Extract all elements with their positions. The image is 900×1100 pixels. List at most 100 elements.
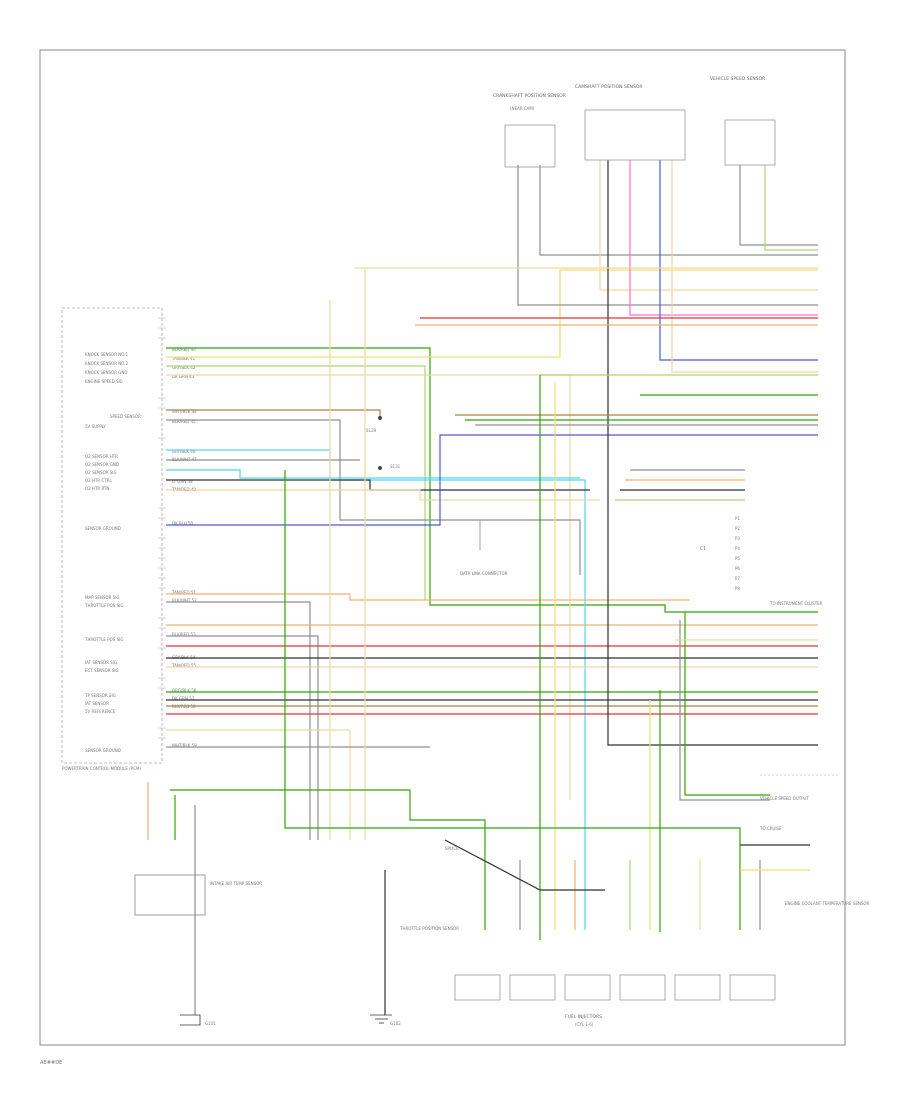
pcm-module bbox=[61, 307, 166, 764]
svg-text:WHT/BLK 44: WHT/BLK 44 bbox=[172, 409, 197, 414]
wire bbox=[444, 839, 605, 891]
wires bbox=[147, 160, 818, 1015]
crank-sub-label: (NEAR CAM) bbox=[510, 106, 535, 111]
ground-symbol bbox=[370, 1014, 392, 1024]
svg-text:TO CRUISE: TO CRUISE bbox=[759, 826, 782, 831]
cam-sensor-label: CAMSHAFT POSITION SENSOR bbox=[575, 84, 643, 90]
wire bbox=[629, 160, 818, 316]
crank-sensor-label: CRANKSHAFT POSITION SENSOR bbox=[493, 93, 566, 99]
bottom-mid-sensor: THROTTLE POSITION SENSOR G102 SPLICE bbox=[390, 846, 459, 1026]
pcm-label: IAT SENSOR bbox=[85, 701, 109, 706]
wire bbox=[166, 419, 581, 575]
svg-text:P8: P8 bbox=[735, 586, 740, 591]
svg-text:TAN/RED 51: TAN/RED 51 bbox=[171, 590, 196, 595]
pcm-label: SENSOR GROUND bbox=[85, 748, 121, 753]
splice-b: S131 bbox=[390, 464, 401, 469]
ect-sensor-label: ENGINE COOLANT TEMPERATURE SENSOR bbox=[785, 901, 870, 906]
svg-text:BLK/RED 40: BLK/RED 40 bbox=[172, 347, 196, 352]
center-components: S129 S131 DATA LINK CONNECTOR bbox=[366, 416, 508, 576]
wire bbox=[166, 269, 818, 358]
wire bbox=[671, 160, 818, 373]
svg-text:VEHICLE SPEED OUTPUT: VEHICLE SPEED OUTPUT bbox=[760, 796, 809, 801]
diagram-code: AB##DE bbox=[40, 1060, 63, 1066]
svg-text:GRY/BLK 46: GRY/BLK 46 bbox=[172, 449, 196, 454]
center-label: DATA LINK CONNECTOR bbox=[460, 571, 508, 576]
ground-mid: G102 bbox=[390, 1021, 401, 1026]
svg-text:DK GRN 43: DK GRN 43 bbox=[172, 374, 195, 379]
wire bbox=[764, 165, 818, 251]
svg-text:BLK/RED 45: BLK/RED 45 bbox=[172, 419, 196, 424]
svg-text:TO INSTRUMENT CLUSTER: TO INSTRUMENT CLUSTER bbox=[769, 601, 823, 606]
pcm-label: O2 SENSOR GND bbox=[85, 462, 119, 467]
wire bbox=[166, 449, 586, 930]
pcm-label: KNOCK SENSOR GND bbox=[85, 370, 127, 375]
pcm-label: SENSOR GROUND bbox=[85, 526, 121, 531]
svg-text:WHT/BLK 59: WHT/BLK 59 bbox=[172, 743, 197, 748]
wire bbox=[599, 160, 818, 291]
svg-text:LT GRN 48: LT GRN 48 bbox=[172, 479, 193, 484]
svg-text:BLK/WHT 52: BLK/WHT 52 bbox=[172, 598, 197, 603]
injectors-label: FUEL INJECTORS bbox=[565, 1014, 602, 1020]
injectors-sub-label: (CYL 1-6) bbox=[575, 1022, 594, 1027]
wire bbox=[607, 160, 818, 746]
injector-labels: FUEL INJECTORS (CYL 1-6) ENGINE COOLANT … bbox=[565, 901, 870, 1027]
pcm-label: O2 SENSOR HTR bbox=[85, 454, 118, 459]
wire bbox=[166, 593, 690, 601]
wire bbox=[166, 635, 319, 840]
iat-sensor-label: INTAKE AIR TEMP SENSOR bbox=[210, 881, 262, 886]
wire bbox=[166, 434, 818, 526]
wire bbox=[539, 165, 818, 256]
pcm-label: 5V SUPPLY bbox=[85, 424, 107, 429]
pcm-label: KNOCK SENSOR NO.1 bbox=[85, 352, 128, 357]
svg-text:P2: P2 bbox=[735, 526, 740, 531]
wire bbox=[170, 789, 486, 930]
right-connector: C1 P1 P2 P3 P4 P5 P6 P7 P8 bbox=[700, 516, 740, 591]
wire bbox=[659, 160, 818, 361]
splice-a: S129 bbox=[366, 428, 377, 433]
wire bbox=[166, 601, 311, 840]
pcm-label: TP SENSOR SIG bbox=[84, 693, 116, 698]
pcm-label: KNOCK SENSOR NO.2 bbox=[85, 361, 128, 366]
vss-connector bbox=[724, 119, 776, 166]
pcm-label: O2 HTR RTN bbox=[85, 486, 109, 491]
svg-text:BLK/RED 53: BLK/RED 53 bbox=[172, 632, 196, 637]
right-connector-label: C1 bbox=[700, 546, 706, 552]
pcm-label: ECT SENSOR SIG bbox=[85, 668, 119, 673]
wire bbox=[166, 729, 351, 840]
svg-text:P3: P3 bbox=[735, 536, 740, 541]
svg-text:DK BLU 50: DK BLU 50 bbox=[172, 521, 193, 526]
pcm-label: MAP SENSOR SIG bbox=[85, 595, 120, 600]
diagram-frame bbox=[39, 49, 846, 1046]
pcm-label: THROTTLE POS SIG bbox=[84, 637, 123, 642]
wire bbox=[684, 612, 770, 796]
svg-text:GRY/BLK 42: GRY/BLK 42 bbox=[172, 365, 196, 370]
pcm-label: IAT SENSOR SIG bbox=[85, 660, 117, 665]
top-labels: CRANKSHAFT POSITION SENSOR (NEAR CAM) CA… bbox=[493, 76, 765, 111]
wire bbox=[166, 469, 580, 479]
wire bbox=[166, 409, 381, 418]
svg-text:TAN/RED 55: TAN/RED 55 bbox=[171, 663, 196, 668]
wire bbox=[739, 165, 818, 246]
svg-text:P5: P5 bbox=[735, 556, 740, 561]
wire bbox=[284, 470, 741, 930]
svg-text:TAN/BLK 41: TAN/BLK 41 bbox=[171, 356, 196, 361]
wire bbox=[166, 489, 600, 501]
svg-text:P7: P7 bbox=[735, 576, 740, 581]
wire bbox=[166, 347, 818, 613]
splice-label: SPLICE bbox=[445, 846, 459, 851]
svg-text:P6: P6 bbox=[735, 566, 740, 571]
wire bbox=[166, 374, 571, 800]
bottom-left-sensor: INTAKE AIR TEMP SENSOR G101 bbox=[134, 874, 262, 1026]
pcm-label: 5V REFERENCE bbox=[85, 709, 116, 714]
ground-left: G101 bbox=[205, 1021, 216, 1026]
pcm-label: SPEED SENSOR bbox=[110, 414, 141, 419]
cam-sensor-connector bbox=[584, 109, 686, 161]
pcm-label: THROTTLE POS SIG bbox=[84, 603, 123, 608]
pcm-label: O2 SENSOR SIG bbox=[85, 470, 117, 475]
pcm-label: ENGINE SPEED SIG bbox=[85, 379, 123, 384]
top-connectors bbox=[504, 109, 776, 168]
tp-sensor-label: THROTTLE POSITION SENSOR bbox=[399, 926, 459, 931]
vss-label: VEHICLE SPEED SENSOR bbox=[710, 76, 765, 82]
pcm-pin-labels: BLK/RED 40 TAN/BLK 41 GRY/BLK 42 DK GRN … bbox=[171, 347, 197, 748]
